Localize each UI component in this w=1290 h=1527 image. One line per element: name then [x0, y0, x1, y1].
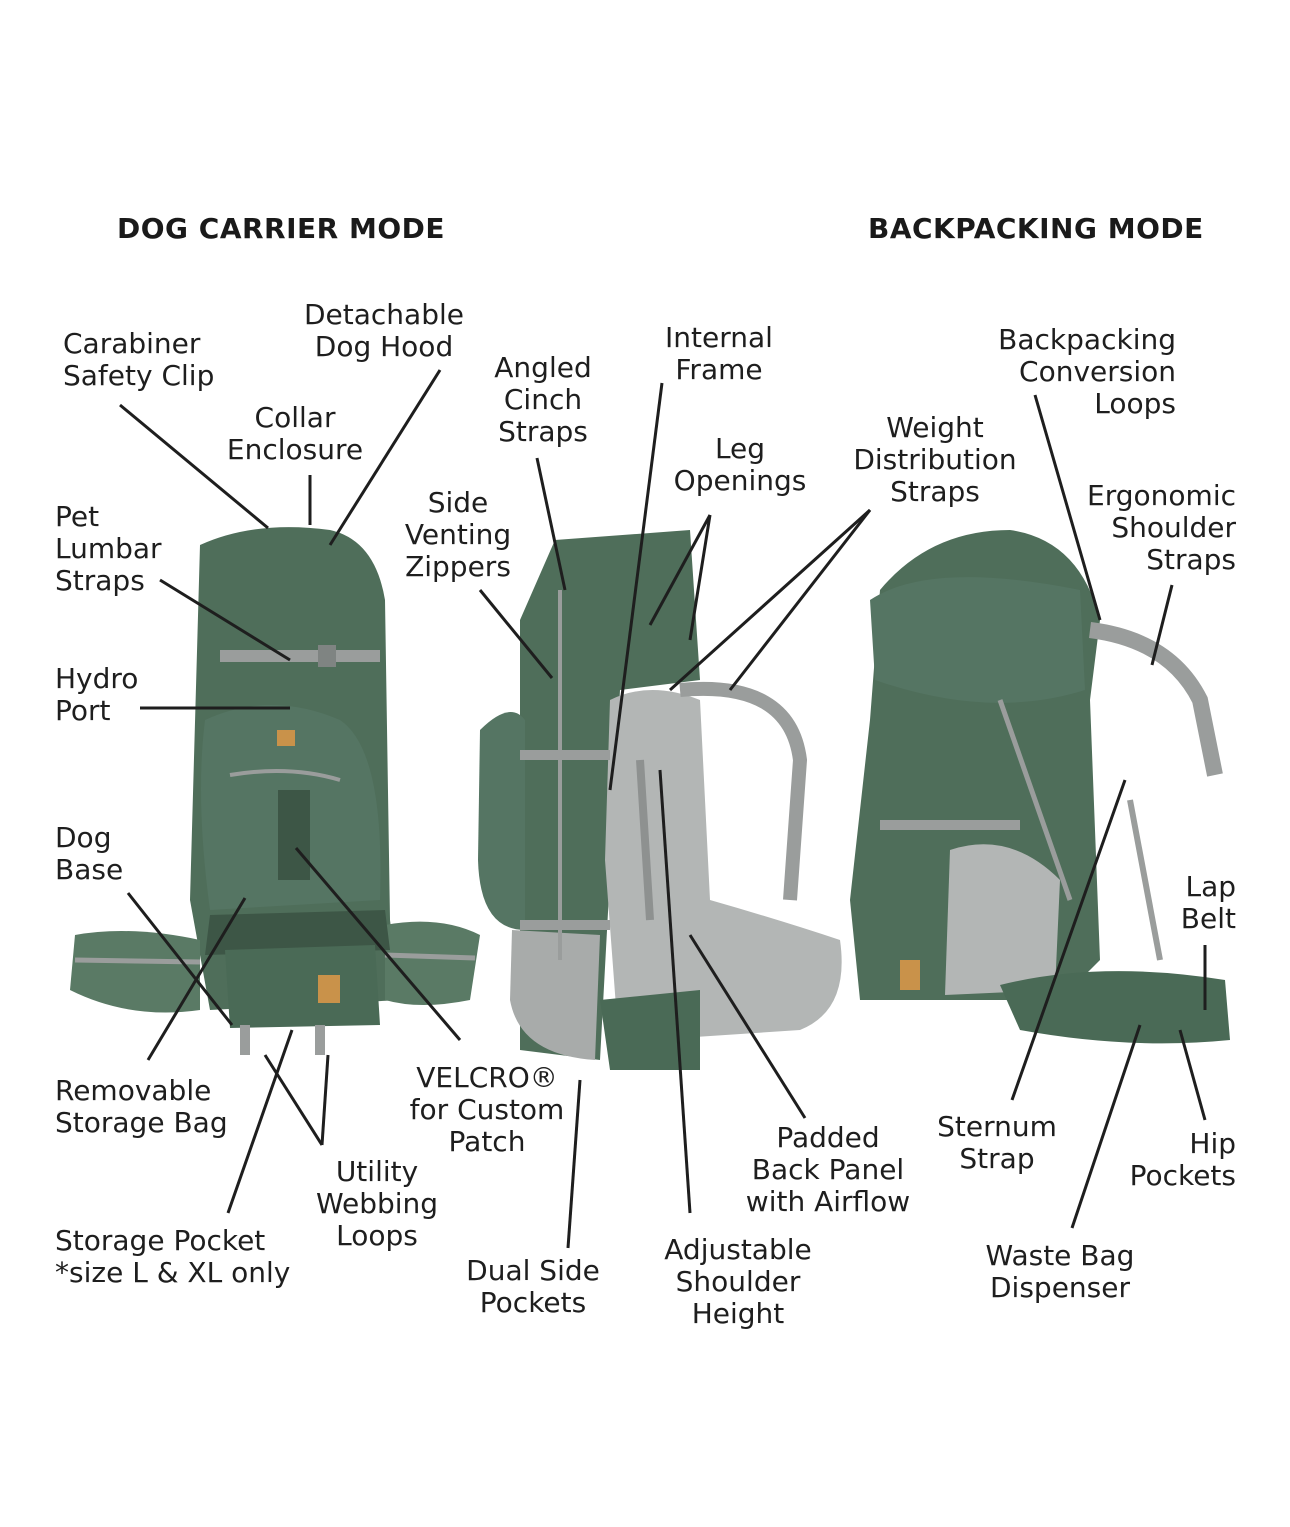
label-dog-base: Dog Base	[55, 821, 124, 886]
label-angled-cinch: Angled Cinch Straps	[494, 351, 592, 448]
label-sternum: Sternum Strap	[937, 1110, 1057, 1175]
label-storage-pocket: Storage Pocket *size L & XL only	[55, 1224, 291, 1289]
label-padded-back: Padded Back Panel with Airflow	[745, 1121, 911, 1218]
leader-lines	[119, 369, 1207, 1249]
label-collar: Collar Enclosure	[226, 401, 364, 466]
label-pet-lumbar: Pet Lumbar Straps	[55, 500, 162, 597]
label-waste-bag: Waste Bag Dispenser	[985, 1239, 1135, 1304]
backpacking-mode-title: BACKPACKING MODE	[868, 212, 1204, 245]
label-conversion-loops: Backpacking Conversion Loops	[998, 323, 1176, 420]
backpacking-pack	[850, 530, 1230, 1044]
label-adjustable-shoulder: Adjustable Shoulder Height	[664, 1233, 812, 1330]
label-ergonomic-straps: Ergonomic Shoulder Straps	[1087, 479, 1236, 576]
label-weight-distribution: Weight Distribution Straps	[853, 411, 1017, 508]
label-carabiner: Carabiner Safety Clip	[63, 327, 215, 392]
label-side-venting: Side Venting Zippers	[404, 486, 512, 583]
label-internal-frame: Internal Frame	[665, 321, 773, 386]
label-lap-belt: Lap Belt	[1180, 870, 1236, 935]
logo-badge	[277, 730, 295, 746]
dog-carrier-pack	[70, 527, 480, 1055]
label-dog-hood: Detachable Dog Hood	[303, 298, 465, 363]
label-leg-openings: Leg Openings	[673, 432, 807, 497]
logo-badge	[900, 960, 920, 990]
logo-badge	[318, 975, 340, 1003]
label-utility-loops: Utility Webbing Loops	[315, 1155, 439, 1252]
label-hydro-port: Hydro Port	[55, 662, 139, 727]
label-hip-pockets: Hip Pockets	[1129, 1127, 1236, 1192]
dog-carrier-mode-title: DOG CARRIER MODE	[117, 212, 446, 245]
label-removable-bag: Removable Storage Bag	[55, 1074, 228, 1139]
side-view-pack	[478, 530, 842, 1070]
label-velcro: VELCRO® for Custom Patch	[409, 1061, 565, 1158]
label-dual-side: Dual Side Pockets	[466, 1254, 600, 1319]
